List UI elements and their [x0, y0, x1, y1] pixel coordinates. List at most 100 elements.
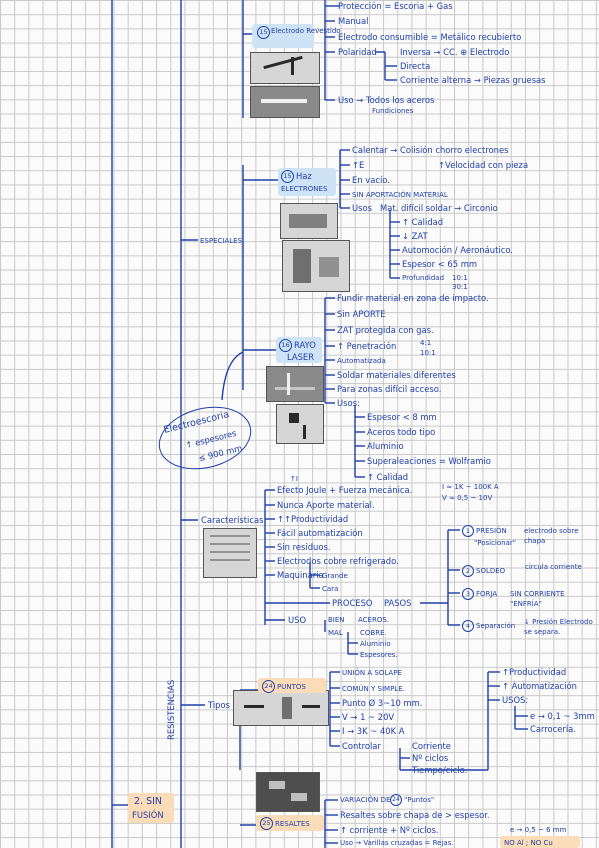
res-item-20: Aluminio — [360, 640, 391, 648]
tipos-right-5: Carrocería. — [530, 724, 576, 734]
resaltes-highlight — [256, 815, 324, 831]
res-item-16: BIEN — [328, 616, 345, 624]
tipos-item-4: V → 1 ~ 20V — [342, 712, 395, 722]
haz-item-8: ↑ Calidad — [402, 217, 444, 227]
resaltes-item-1: VARIACIÓN DE — [340, 796, 391, 804]
photo-resaltes — [256, 772, 320, 812]
res-item-13: PROCESO — [332, 598, 373, 608]
laser-item-5: 4:1 — [420, 339, 432, 347]
sin-fusion-highlight — [128, 793, 174, 823]
res-item-10: Maquinaria — [277, 570, 324, 580]
photo-laser-1 — [266, 366, 324, 402]
especiales-label: ESPECIALES — [200, 237, 243, 245]
top-item-5: Inversa → CC. ⊕ Electrodo — [400, 47, 510, 57]
electrodo-label: Electrodo Revestido — [271, 27, 341, 35]
laser-item-1: Fundir material en zona de impacto. — [337, 293, 489, 303]
haz-item-3: ↑Velocidad con pieza — [438, 160, 529, 170]
haz-label-1: Haz — [296, 171, 312, 181]
tipos-label: Tipos — [208, 700, 230, 710]
laser-item-6: 10:1 — [420, 349, 436, 357]
paso-2-desc: circula corriente — [525, 563, 582, 571]
resaltes-item-7: Uso → Varillas cruzadas = Rejas. — [340, 839, 454, 847]
res-item-2: Efecto Joule + Fuerza mecánica. — [277, 485, 413, 495]
laser-item-3: ZAT protegida con gas. — [337, 325, 434, 335]
laser-item-7: Automatizada — [337, 357, 386, 365]
laser-item-13: Aluminio — [367, 441, 404, 451]
haz-item-11: Espesor < 65 mm — [402, 259, 478, 269]
res-item-11: Grande — [322, 572, 348, 580]
laser-item-15: ↑ Calidad — [367, 472, 409, 482]
tipos-item-8: Nº ciclos — [412, 753, 449, 763]
paso-1-desc: electrodo sobre chapa — [524, 527, 579, 545]
no-al-highlight — [500, 836, 580, 848]
top-item-1: Protección = Escoria + Gas — [338, 1, 453, 11]
puntos-highlight — [258, 678, 326, 693]
sin-fusion-line-2: FUSIÓN — [132, 810, 164, 820]
paso-num-3: 3 — [462, 588, 474, 600]
res-item-3: I ≈ 1K ~ 100K A — [442, 483, 499, 491]
laser-item-11: Espesor < 8 mm — [367, 412, 437, 422]
photo-electrodo-2 — [250, 86, 320, 118]
haz-item-4: En vacío. — [352, 175, 390, 185]
tipos-item-6: Controlar — [342, 741, 381, 751]
top-item-7: Corriente alterna → Piezas gruesas — [400, 75, 546, 85]
haz-item-9: ↓ ZAT — [402, 231, 428, 241]
resistencias-vertical-label: RESISTENCIAS — [166, 679, 176, 740]
resaltes-ref-24: 24 — [390, 794, 402, 806]
laser-item-14: Superaleaciones = Wolframio — [367, 456, 491, 466]
laser-label-2: LASER — [287, 352, 315, 362]
tipos-right-3: USOS: — [502, 695, 529, 705]
res-item-8: Sin residuos. — [277, 542, 331, 552]
paso-4-desc: ↓ Presión Electrodo se separa. — [524, 618, 593, 636]
res-item-12: Cara — [322, 585, 339, 593]
res-item-6: ↑↑Productividad — [277, 514, 349, 524]
laser-label-1: RAYO — [294, 340, 316, 350]
tipos-item-3: Punto Ø 3~10 mm. — [342, 698, 423, 708]
haz-label-2: ELECTRONES — [281, 185, 328, 193]
tipos-item-9: Tiempo/ciclo. — [412, 765, 468, 775]
top-item-4: Polaridad — [338, 47, 377, 57]
res-item-5: Nunca Aporte material. — [277, 500, 375, 510]
laser-item-12: Aceros todo tipo — [367, 427, 436, 437]
photo-haz-1 — [280, 203, 338, 239]
laser-item-8: Soldar materiales diferentes — [337, 370, 456, 380]
paso-3: FORJA — [476, 590, 498, 598]
num-circle-25: 25 — [260, 817, 273, 830]
paso-num-1: 1 — [462, 525, 474, 537]
tipos-right-4: e → 0,1 ~ 3mm — [530, 711, 595, 721]
num-circle-24: 24 — [262, 680, 275, 693]
res-item-21: Espesores. — [360, 651, 398, 659]
resaltes-item-8: NO Al ; NO Cu — [504, 839, 553, 847]
top-item-9: Fundiciones — [372, 107, 414, 115]
haz-item-14: 30:1 — [452, 283, 468, 291]
puntos-label: PUNTOS — [277, 683, 306, 691]
num-circle-15a: 15 — [257, 26, 270, 39]
laser-item-10: Usos: — [337, 398, 360, 408]
photo-laser-2 — [276, 404, 324, 444]
photo-caracteristicas — [203, 528, 257, 578]
top-item-6: Directa — [400, 61, 431, 71]
res-item-17: ACEROS. — [358, 616, 390, 624]
laser-item-2: Sin APORTE — [337, 309, 386, 319]
num-circle-15b: 15 — [281, 170, 294, 183]
res-item-9: Electrodos cobre refrigerado. — [277, 556, 399, 566]
haz-item-13: 10:1 — [452, 274, 468, 282]
res-item-1: ↑I — [290, 475, 298, 483]
caracteristicas-label: Características — [201, 515, 264, 525]
haz-item-2: ↑E — [352, 160, 365, 170]
laser-item-4: ↑ Penetración — [337, 341, 397, 351]
photo-electrodo-1 — [250, 52, 320, 84]
paso-1: PRESIÓN — [476, 527, 507, 535]
res-item-7: Fácil automatización — [277, 528, 363, 538]
res-item-4: V ≈ 0,5 ~ 10V — [442, 494, 493, 502]
top-item-8: Uso → Todos los aceros — [338, 95, 435, 105]
sin-fusion-line-1: 2. SIN — [134, 796, 163, 807]
paso-num-2: 2 — [462, 565, 474, 577]
res-item-19: COBRE. — [360, 629, 387, 637]
haz-item-10: Automoción / Aeronáutico. — [402, 245, 513, 255]
paso-num-4: 4 — [462, 620, 474, 632]
tipos-right-2: ↑ Automatización — [502, 681, 577, 691]
haz-item-7: Mat. difícil soldar → Circonio — [380, 203, 498, 213]
tipos-item-5: I → 3K ~ 40K A — [342, 726, 405, 736]
res-item-14: PASOS — [384, 598, 412, 608]
